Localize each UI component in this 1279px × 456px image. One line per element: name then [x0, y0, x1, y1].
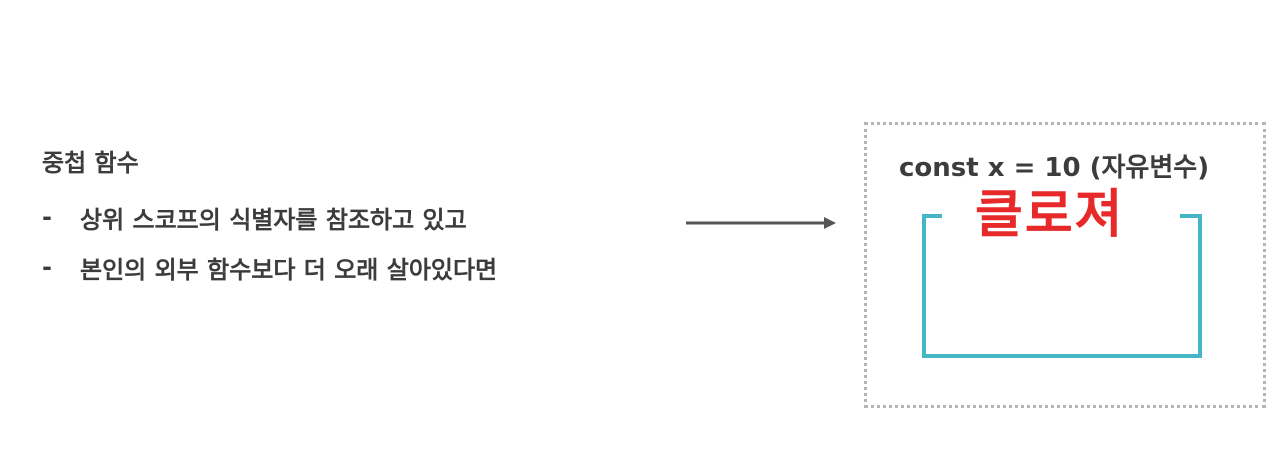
- closure-bracket: [922, 214, 1202, 358]
- free-variable-label: const x = 10 (자유변수): [899, 153, 1210, 183]
- bullet-item: - 본인의 외부 함수보다 더 오래 살아있다면: [42, 250, 662, 284]
- bullet-dash: -: [42, 253, 52, 281]
- bullet-text: 상위 스코프의 식별자를 참조하고 있고: [80, 205, 467, 234]
- bullet-text: 본인의 외부 함수보다 더 오래 살아있다면: [80, 255, 498, 284]
- right-arrow-icon: [686, 217, 836, 229]
- bullet-item: - 상위 스코프의 식별자를 참조하고 있고: [42, 200, 662, 234]
- closure-title: 클로져: [975, 185, 1125, 245]
- closure-box: [864, 122, 1266, 408]
- description-block: 중첩 함수 - 상위 스코프의 식별자를 참조하고 있고 - 본인의 외부 함수…: [42, 146, 662, 284]
- heading: 중첩 함수: [42, 149, 139, 177]
- bullet-dash: -: [42, 203, 52, 231]
